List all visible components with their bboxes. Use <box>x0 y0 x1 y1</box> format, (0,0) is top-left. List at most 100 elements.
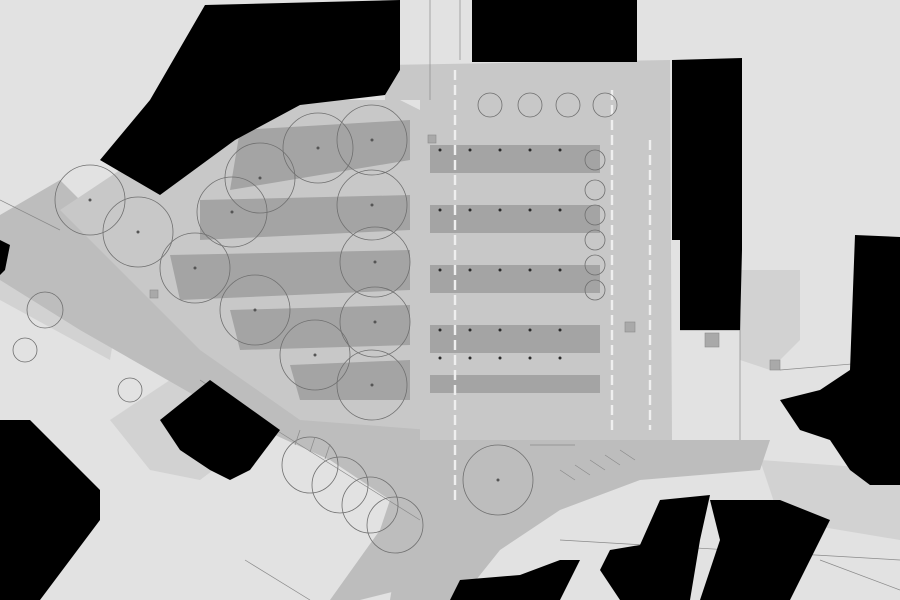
tree-canopy <box>517 92 543 118</box>
bollards <box>438 148 562 360</box>
tree-trunk <box>313 353 317 357</box>
tree-canopy <box>117 377 143 403</box>
tree-canopy <box>341 476 399 534</box>
tree-trunk <box>193 266 197 270</box>
bollard <box>558 208 562 212</box>
parking-bay-line <box>604 454 621 466</box>
building-south-1 <box>600 495 710 600</box>
bollard <box>528 356 532 360</box>
court-stripe <box>230 305 410 350</box>
parking-bay-line <box>324 443 331 460</box>
tree-canopy <box>584 179 606 201</box>
tree-canopy <box>159 232 231 304</box>
bollard <box>468 356 472 360</box>
court-stripes <box>170 120 410 400</box>
tree-canopy <box>592 92 618 118</box>
tree-trunk <box>88 198 92 202</box>
tree-trunks <box>88 138 500 482</box>
parking-bay-line <box>589 459 606 471</box>
tree-canopy <box>584 279 606 301</box>
kiosk <box>149 289 159 299</box>
building-far-east <box>780 235 900 485</box>
outline <box>259 419 421 521</box>
tree-canopy <box>336 104 408 176</box>
kiosk <box>769 359 781 371</box>
bollard <box>438 208 442 212</box>
outline <box>0 199 61 231</box>
parking-bay-line <box>574 464 591 476</box>
tree-trunk <box>373 320 377 324</box>
parking-bay-line <box>619 449 636 461</box>
bollard <box>438 268 442 272</box>
parking-stripe <box>430 145 600 173</box>
tree-canopy <box>462 444 534 516</box>
parking-stripe <box>430 325 600 353</box>
court-stripe <box>170 250 410 300</box>
parking-stripes <box>430 145 600 393</box>
building-south-west-2 <box>160 380 280 480</box>
bollard <box>558 148 562 152</box>
kiosk <box>624 321 636 333</box>
tree-canopy <box>282 112 354 184</box>
bollard <box>468 268 472 272</box>
bollard <box>528 208 532 212</box>
kiosk <box>427 134 437 144</box>
tree-trunk <box>230 210 234 214</box>
south-lane <box>390 520 470 600</box>
bollard <box>528 328 532 332</box>
building-north <box>472 0 637 62</box>
court-stripe <box>230 120 410 190</box>
court-stripe <box>290 360 410 400</box>
tree-trunk <box>496 478 500 482</box>
tree-canopy <box>12 337 38 363</box>
bollard <box>498 268 502 272</box>
tree-canopy <box>366 496 424 554</box>
tree-canopy <box>336 169 408 241</box>
parking-bay-line <box>309 436 316 453</box>
tree-canopies <box>12 92 618 554</box>
tree-canopy <box>584 149 606 171</box>
tree-canopy <box>584 254 606 276</box>
bollard <box>498 328 502 332</box>
bollard <box>558 356 562 360</box>
bollard <box>438 148 442 152</box>
tree-trunk <box>136 230 140 234</box>
parking-stripe <box>430 265 600 293</box>
bollard <box>558 268 562 272</box>
tree-canopy <box>281 436 339 494</box>
bollard <box>498 356 502 360</box>
tree-canopy <box>336 349 408 421</box>
bollard <box>498 208 502 212</box>
bollard <box>468 328 472 332</box>
tree-canopy <box>219 274 291 346</box>
bollard <box>468 208 472 212</box>
tree-trunk <box>370 138 374 142</box>
building-south-2 <box>700 500 830 600</box>
building-south-west-1 <box>0 420 100 600</box>
building-south-3 <box>450 560 580 600</box>
sidewalk-east <box>740 270 800 370</box>
tree-trunk <box>316 146 320 150</box>
tree-canopy <box>339 286 411 358</box>
parking-stripe <box>430 375 600 393</box>
kiosk <box>704 332 720 348</box>
outline <box>819 559 900 591</box>
bollard <box>468 148 472 152</box>
tree-canopy <box>54 164 126 236</box>
parking-bay-line <box>294 429 301 446</box>
tree-canopy <box>279 319 351 391</box>
bollard <box>528 268 532 272</box>
bollard <box>438 328 442 332</box>
tree-canopy <box>339 226 411 298</box>
site-features <box>149 134 781 371</box>
tree-trunk <box>373 260 377 264</box>
parking-bays-south <box>294 429 636 481</box>
tree-canopy <box>584 204 606 226</box>
bollard <box>528 148 532 152</box>
tree-canopy <box>26 291 64 329</box>
building-west-edge <box>0 240 10 275</box>
south-street <box>420 440 770 600</box>
tree-trunk <box>258 176 262 180</box>
tree-canopy <box>311 456 369 514</box>
